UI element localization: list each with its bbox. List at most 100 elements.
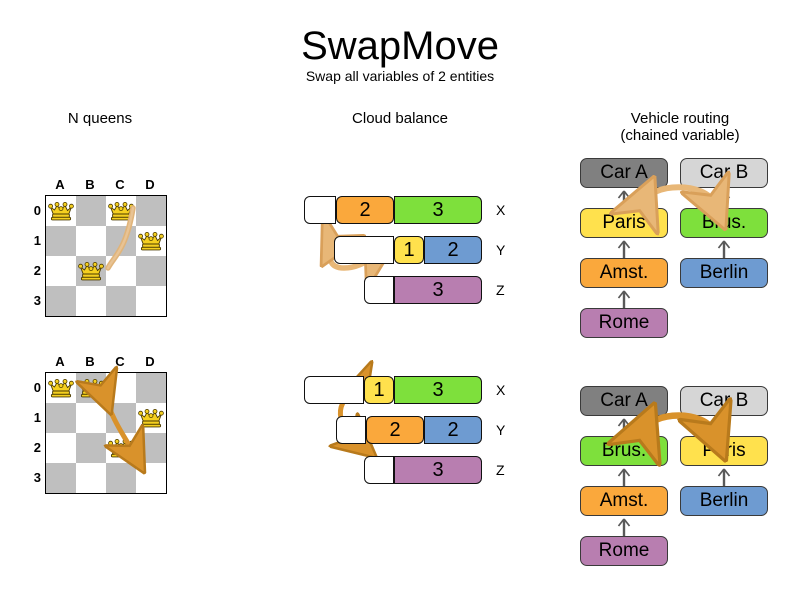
board-cell[interactable] — [76, 463, 106, 493]
routing-node-paris-b[interactable]: Paris — [680, 436, 768, 466]
cloud-segment[interactable]: 2 — [336, 196, 394, 224]
queen-piece[interactable] — [138, 230, 164, 252]
cloud-segment[interactable]: 3 — [394, 276, 482, 304]
queen-piece[interactable] — [78, 260, 104, 282]
cloud-segment[interactable]: 2 — [366, 416, 424, 444]
queen-piece[interactable] — [138, 407, 164, 429]
queen-icon — [48, 379, 74, 398]
board-cell[interactable] — [46, 433, 76, 463]
board-cell[interactable] — [106, 286, 136, 316]
board-cell[interactable] — [46, 373, 76, 403]
board-cell[interactable] — [46, 286, 76, 316]
cloud-segment[interactable]: 3 — [394, 376, 482, 404]
routing-vehicle-car-b[interactable]: Car B — [680, 386, 768, 416]
cloud-segment[interactable]: 2 — [424, 236, 482, 264]
board-cell[interactable] — [76, 256, 106, 286]
routing-node-berlin-b[interactable]: Berlin — [680, 486, 768, 516]
board-cell[interactable] — [76, 433, 106, 463]
routing-node-brus-a[interactable]: Brus. — [580, 436, 668, 466]
column-heading-cloud: Cloud balance — [352, 110, 448, 127]
board-cell[interactable] — [136, 226, 166, 256]
routing-node-berlin-b[interactable]: Berlin — [680, 258, 768, 288]
cloud-row-label: Y — [496, 422, 506, 438]
board-cell[interactable] — [136, 286, 166, 316]
cloud-segment[interactable]: 3 — [394, 456, 482, 484]
board-cell[interactable] — [46, 463, 76, 493]
queen-piece[interactable] — [108, 437, 134, 459]
board-cell[interactable] — [136, 256, 166, 286]
routing-heading-line2: (chained variable) — [620, 127, 740, 144]
cloud-segment[interactable] — [304, 196, 336, 224]
queen-icon — [78, 379, 104, 398]
cloud-segment[interactable] — [364, 276, 394, 304]
routing-node-brus-b[interactable]: Brus. — [680, 208, 768, 238]
page-subtitle: Swap all variables of 2 entities — [305, 68, 495, 84]
board-file-label: D — [145, 354, 155, 369]
board-file-label: C — [115, 177, 125, 192]
routing-node-amst-a[interactable]: Amst. — [580, 258, 668, 288]
routing-vehicle-car-b[interactable]: Car B — [680, 158, 768, 188]
board-cell[interactable] — [136, 196, 166, 226]
chain-arrow-icon — [617, 188, 631, 208]
cloud-row-label: X — [496, 202, 506, 218]
cloud-segment[interactable] — [304, 376, 364, 404]
queen-piece[interactable] — [48, 377, 74, 399]
column-heading-routing: Vehicle routing (chained variable) — [550, 110, 800, 144]
cloud-segment[interactable]: 3 — [394, 196, 482, 224]
board-file-label: A — [55, 354, 65, 369]
routing-node-paris-a[interactable]: Paris — [580, 208, 668, 238]
cloud-segment[interactable] — [336, 416, 366, 444]
cloud-segment[interactable]: 1 — [364, 376, 394, 404]
board-cell[interactable] — [76, 196, 106, 226]
routing-vehicle-car-a[interactable]: Car A — [580, 386, 668, 416]
board-cell[interactable] — [106, 403, 136, 433]
queen-icon — [138, 409, 164, 428]
board-cell[interactable] — [106, 433, 136, 463]
routing-node-rome-a[interactable]: Rome — [580, 308, 668, 338]
board-rank-label: 1 — [33, 233, 41, 248]
board-cell[interactable] — [136, 463, 166, 493]
routing-vehicle-car-a[interactable]: Car A — [580, 158, 668, 188]
routing-node-amst-a[interactable]: Amst. — [580, 486, 668, 516]
board-cell[interactable] — [106, 226, 136, 256]
chain-arrow-icon — [717, 466, 731, 486]
board-cell[interactable] — [46, 196, 76, 226]
cloud-row-label: Z — [496, 282, 505, 298]
board-cell[interactable] — [106, 373, 136, 403]
queen-piece[interactable] — [48, 200, 74, 222]
board-cell[interactable] — [136, 373, 166, 403]
board-cell[interactable] — [136, 433, 166, 463]
queen-icon — [138, 232, 164, 251]
board-cell[interactable] — [46, 403, 76, 433]
board-cell[interactable] — [106, 463, 136, 493]
cloud-segment[interactable]: 2 — [424, 416, 482, 444]
cloud-segment[interactable] — [334, 236, 394, 264]
board-file-label: A — [55, 177, 65, 192]
board-cell[interactable] — [106, 196, 136, 226]
board-cell[interactable] — [76, 226, 106, 256]
board-cell[interactable] — [76, 286, 106, 316]
queen-icon — [48, 202, 74, 221]
board-cell[interactable] — [46, 256, 76, 286]
chain-arrow-icon — [617, 416, 631, 436]
chessboard[interactable] — [45, 195, 167, 317]
board-rank-label: 0 — [33, 380, 41, 395]
board-cell[interactable] — [76, 403, 106, 433]
chain-arrow-icon — [717, 238, 731, 258]
board-file-label: C — [115, 354, 125, 369]
board-cell[interactable] — [46, 226, 76, 256]
board-cell[interactable] — [76, 373, 106, 403]
cloud-segment[interactable] — [364, 456, 394, 484]
board-cell[interactable] — [136, 403, 166, 433]
cloud-segment[interactable]: 1 — [394, 236, 424, 264]
board-cell[interactable] — [106, 256, 136, 286]
queen-piece[interactable] — [78, 377, 104, 399]
chain-arrow-icon — [617, 238, 631, 258]
chessboard[interactable] — [45, 372, 167, 494]
queen-piece[interactable] — [108, 200, 134, 222]
routing-node-rome-a[interactable]: Rome — [580, 536, 668, 566]
